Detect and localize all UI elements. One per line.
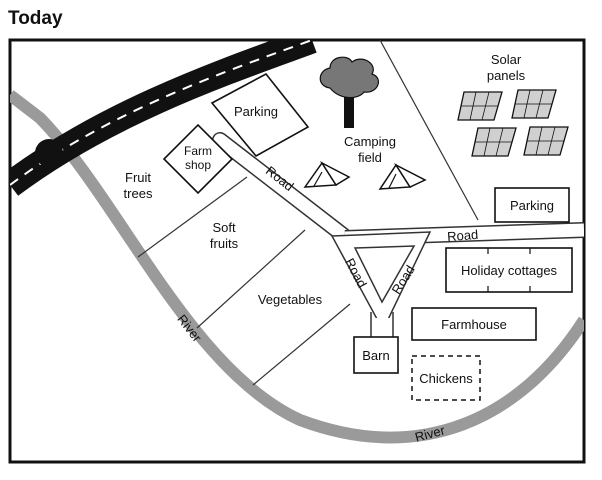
barn: Barn [353,336,399,374]
parking-right-label: Parking [510,198,554,213]
solar-panel-icon [523,126,569,156]
field-boundaries [137,40,479,386]
road-label-right: Road [447,227,479,244]
chickens-label: Chickens [419,371,473,386]
fruit-trees-label-1: Fruit [125,170,151,185]
soft-fruits-label-2: fruits [210,236,239,251]
road-network [212,132,584,338]
vegetables-label: Vegetables [258,292,323,307]
holiday-cottages-label: Holiday cottages [461,263,558,278]
solar-panels-label-2: panels [487,68,526,83]
tree-icon [319,56,380,128]
parking-top-label: Parking [234,104,278,119]
holiday-cottages: Holiday cottages [445,247,573,293]
farmhouse-label: Farmhouse [441,317,507,332]
farm-shop-label-2: shop [185,158,211,172]
barn-label: Barn [362,348,389,363]
river [10,90,584,444]
tent-icon [303,161,351,188]
parking-top: Parking [210,72,310,158]
solar-panels-label-1: Solar [491,52,522,67]
solar-panel-icon [511,89,557,119]
camping-field-label-1: Camping [344,134,396,149]
farmhouse: Farmhouse [411,307,537,341]
farm-shop: Farm shop [162,123,234,195]
tent-icon [378,163,427,190]
chickens: Chickens [411,355,481,401]
parking-right: Parking [494,187,570,223]
fruit-trees-label-2: trees [124,186,153,201]
map-title: Today [8,8,63,29]
farm-shop-label-1: Farm [184,144,212,158]
solar-panel-icon [471,127,517,157]
solar-panel-icon [457,91,503,121]
soft-fruits-label-1: Soft [212,220,236,235]
camping-field-label-2: field [358,150,382,165]
highway [10,40,317,196]
